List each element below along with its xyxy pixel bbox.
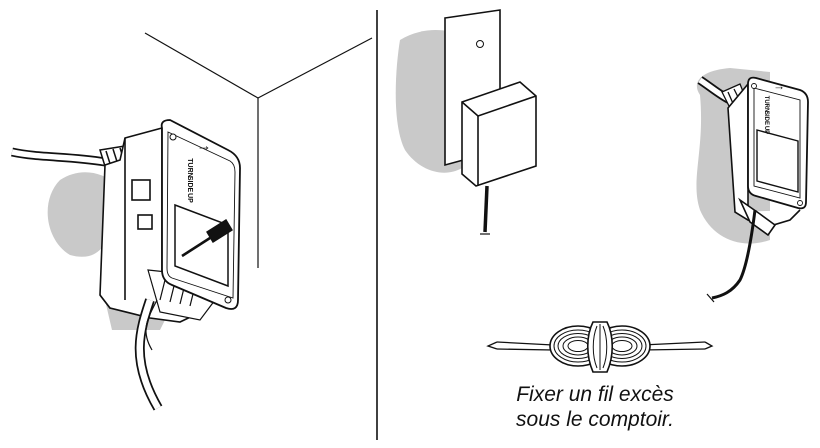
cover-label-word-3: UP (186, 193, 193, 203)
cover-window (174, 203, 229, 288)
right-panel: ↑ TURN SIDE UP (395, 9, 809, 373)
cover-window-closed (756, 129, 799, 193)
power-cable-lower (134, 298, 163, 411)
transformer-cord (480, 185, 490, 235)
cover-label-arrow: ↑ (196, 144, 213, 152)
caption-line-2: sous le comptoir. (516, 408, 674, 431)
low-voltage-cord (706, 209, 757, 303)
screwdriver (181, 219, 233, 258)
cover-label-right-word-3: UP (763, 126, 769, 134)
coiled-excess-wire (486, 321, 714, 373)
room-corner (144, 32, 373, 268)
wall-shade-left (47, 172, 118, 257)
cover-label-right: ↑ TURN SIDE UP (763, 85, 787, 134)
caption-line-1: Fixer un fil excès (516, 383, 674, 406)
wire-tails (486, 341, 714, 351)
plug-in-transformer (461, 81, 537, 187)
cover-label-right-arrow: ↑ (773, 85, 787, 91)
cover-label-right-word-1: TURN (763, 96, 769, 113)
cover-label-right-word-2: SIDE (763, 111, 769, 125)
power-cable-left (11, 147, 106, 167)
cover-plate-closed (747, 76, 809, 210)
left-panel: ↑ TURN SIDE UP (11, 32, 373, 411)
cover-plate (160, 119, 241, 310)
wall-plate-screw (476, 40, 484, 48)
cover-label-word-2: SIDE (186, 176, 193, 193)
coil-instruction-caption: Fixer un fil excès sous le comptoir. (470, 382, 720, 432)
cover-label-word-1: TURN (186, 158, 193, 177)
cover-label-left: ↑ TURN SIDE UP (186, 144, 213, 203)
control-box-closed (727, 81, 801, 237)
